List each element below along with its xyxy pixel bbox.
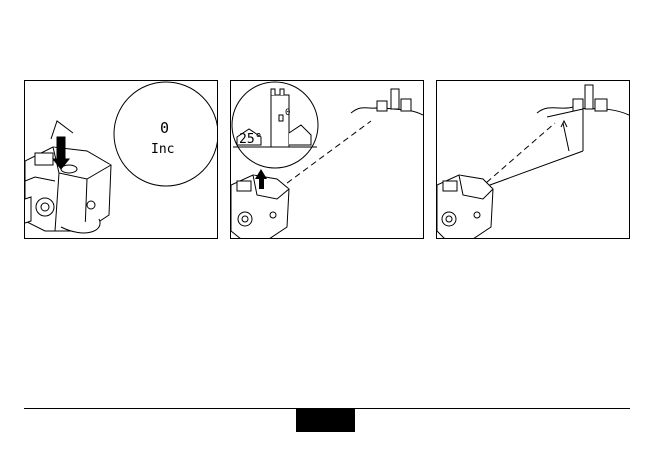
display-value: 0 bbox=[160, 119, 169, 137]
baseline-line bbox=[479, 151, 583, 189]
illustration-panel-step-1: 0 Inc bbox=[24, 80, 218, 239]
page-number-tab bbox=[296, 409, 355, 432]
angle-readout: 25° bbox=[239, 132, 262, 147]
laser-beam-icon bbox=[479, 123, 555, 189]
castle-icon-distant bbox=[351, 89, 423, 115]
laser-rangefinder-icon bbox=[437, 175, 493, 239]
panel-1-drawing: 0 Inc bbox=[25, 81, 218, 239]
display-mode: Inc bbox=[151, 142, 174, 157]
display-indicator: 0 bbox=[285, 108, 290, 118]
illustration-panel-step-2: 25° 0 bbox=[230, 80, 424, 239]
panel-3-drawing bbox=[437, 81, 630, 239]
panel-2-drawing: 25° 0 bbox=[231, 81, 424, 239]
castle-icon bbox=[537, 85, 629, 151]
illustration-panel-step-3 bbox=[436, 80, 630, 239]
